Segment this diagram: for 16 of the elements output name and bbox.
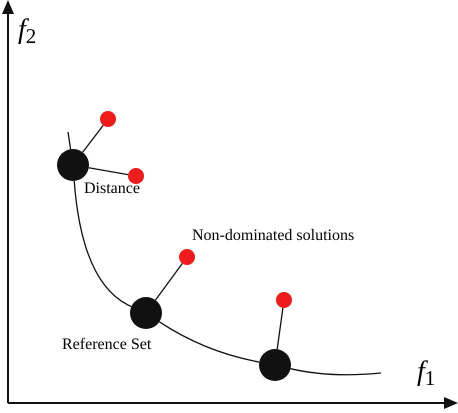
connector-line <box>67 132 72 150</box>
axis-label: f$_{2}$ <box>18 16 36 44</box>
axis-label: f$_{1}$ <box>417 358 436 386</box>
curve-line <box>159 321 260 363</box>
connector-line <box>154 263 183 300</box>
reference-point <box>259 349 291 381</box>
connector-line <box>276 308 284 350</box>
connector-line <box>88 167 128 176</box>
reference-point <box>130 297 162 329</box>
annotation-text: Reference Set <box>62 337 152 353</box>
connector-line <box>82 124 104 153</box>
annotation-text: Distance <box>84 181 140 197</box>
annotation-text: Non-dominated solutions <box>192 228 354 244</box>
curve-line <box>290 368 382 376</box>
curve-line <box>74 180 132 308</box>
reference-point <box>57 149 89 181</box>
